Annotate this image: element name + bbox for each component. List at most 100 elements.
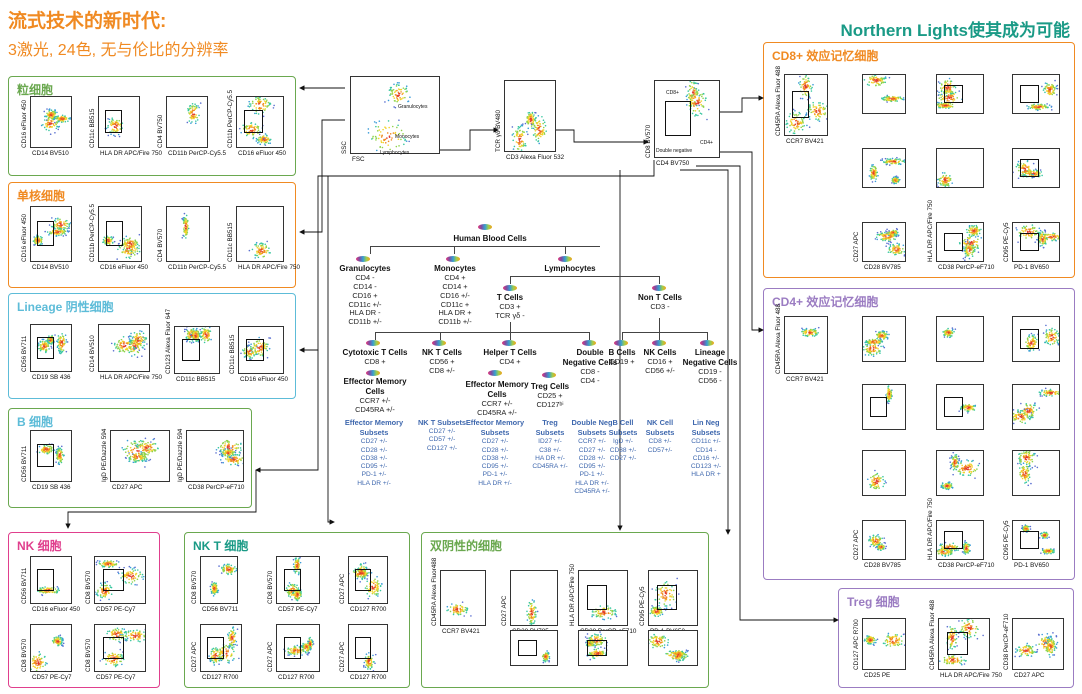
data-point [66, 225, 68, 228]
data-point [193, 105, 196, 108]
data-point [599, 615, 601, 618]
data-point [235, 640, 238, 643]
data-point [55, 590, 58, 593]
data-point [264, 105, 267, 107]
data-point [197, 332, 200, 335]
data-point [130, 255, 132, 258]
y-axis-label: CD123 Alexa Fluor 647 [165, 308, 172, 374]
data-point [688, 96, 690, 99]
data-point [51, 118, 54, 120]
plot-b3 [186, 430, 249, 482]
data-point [103, 565, 106, 568]
data-point [224, 458, 227, 460]
scatter-points [285, 554, 302, 602]
data-point [116, 664, 119, 666]
data-point [395, 85, 398, 87]
data-point [112, 241, 114, 244]
data-point [256, 97, 259, 99]
data-point [255, 245, 258, 247]
data-point [145, 458, 148, 460]
data-point [695, 113, 697, 116]
data-point [129, 245, 132, 248]
data-point [218, 659, 221, 662]
data-point [125, 633, 128, 635]
data-point [102, 594, 105, 597]
data-point [42, 661, 44, 663]
data-point [58, 227, 60, 229]
data-point [268, 337, 270, 339]
data-point [144, 460, 147, 462]
data-point [298, 647, 301, 649]
data-point [130, 243, 133, 246]
data-point [374, 585, 377, 588]
data-point [46, 448, 48, 450]
data-point [62, 454, 65, 456]
data-point [48, 121, 50, 124]
data-point [53, 231, 56, 234]
brand-slogan: Northern Lights使其成为可能 [840, 21, 1071, 40]
data-point [123, 247, 125, 249]
scatter-points [186, 102, 202, 125]
data-point [132, 634, 135, 637]
data-point [134, 251, 137, 253]
data-point [104, 651, 106, 654]
plot-b2 [110, 430, 170, 482]
data-point [60, 346, 63, 349]
data-point [220, 461, 223, 464]
gate-box [37, 337, 55, 359]
data-point [234, 449, 237, 452]
data-point [530, 615, 533, 617]
y-axis-label: CD27 APC [267, 641, 274, 672]
data-point [247, 105, 249, 107]
data-point [145, 337, 148, 339]
data-point [255, 343, 258, 346]
data-point [60, 116, 63, 119]
data-point [125, 574, 128, 576]
data-point [261, 248, 264, 250]
data-point [34, 659, 37, 662]
data-point [251, 100, 254, 103]
data-point [42, 347, 45, 350]
data-point [142, 341, 144, 343]
data-point [373, 586, 375, 589]
data-point [140, 330, 143, 333]
data-point [399, 97, 401, 99]
data-point [374, 581, 376, 584]
data-point [516, 130, 519, 133]
data-point [192, 330, 195, 332]
data-point [235, 460, 237, 463]
data-point [58, 349, 60, 352]
data-point [108, 598, 110, 601]
data-point [209, 658, 211, 660]
data-point [141, 336, 143, 339]
data-point [130, 342, 132, 345]
data-point [247, 341, 250, 343]
data-point [118, 119, 121, 122]
data-point [112, 653, 114, 656]
data-point [132, 244, 135, 246]
data-point [204, 333, 207, 336]
data-point [41, 594, 44, 597]
data-point [43, 119, 46, 121]
data-point [204, 332, 207, 334]
data-point [259, 136, 262, 139]
data-point [230, 642, 233, 644]
data-point [35, 235, 38, 238]
data-point [113, 134, 115, 137]
data-point [539, 135, 542, 138]
data-point [133, 579, 136, 582]
data-point [197, 331, 200, 333]
data-point [385, 127, 387, 129]
data-point [57, 128, 60, 131]
data-point [297, 591, 300, 594]
data-point [60, 226, 62, 228]
data-point [393, 83, 395, 86]
data-point [222, 565, 225, 567]
data-point [59, 640, 62, 643]
data-point [400, 98, 403, 100]
data-point [49, 125, 51, 128]
plot-dn1 [440, 570, 486, 626]
data-point [515, 141, 518, 143]
data-point [409, 96, 411, 99]
